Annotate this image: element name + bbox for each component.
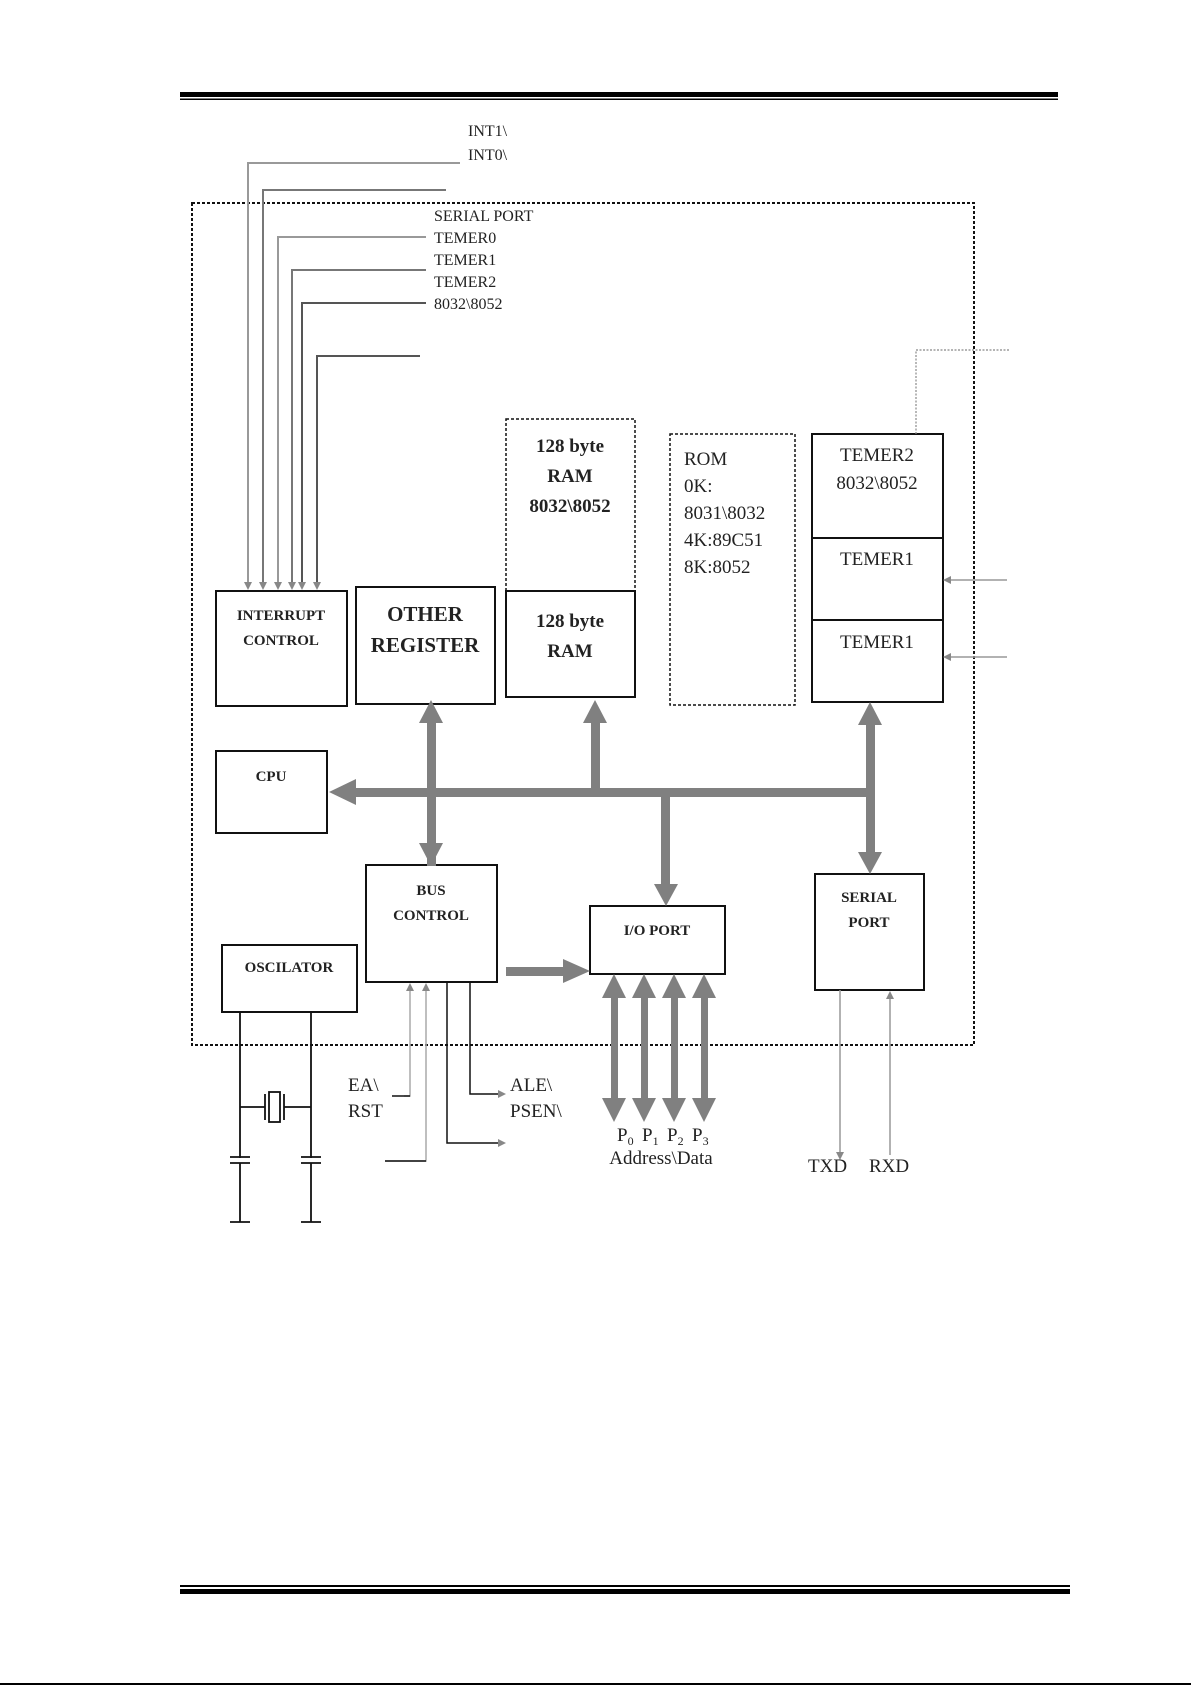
rom-block	[669, 433, 796, 706]
cpu-block	[215, 750, 328, 834]
rom-label-3: 8031\8032	[684, 503, 765, 524]
bus-control-label-2: CONTROL	[393, 908, 469, 924]
interrupt-control-label-2: CONTROL	[243, 633, 319, 649]
bus-control-signals	[385, 982, 506, 1162]
ram-label-1: 128 byte	[536, 611, 604, 632]
timer2-label-1: TEMER2	[840, 445, 914, 466]
timer2-external-line	[915, 349, 1010, 434]
port-p2: P2	[667, 1125, 684, 1148]
port-labels: P0 P1 P2 P3 Address\Data	[609, 1125, 713, 1169]
ea-label: EA\	[348, 1075, 379, 1096]
txd-label: TXD	[808, 1156, 847, 1177]
bus-control-block	[365, 864, 498, 983]
rst-label: RST	[348, 1101, 383, 1122]
8032-int-label: 8032\8052	[434, 296, 502, 313]
port-p3: P3	[692, 1125, 709, 1148]
port-arrows	[602, 974, 716, 1122]
io-port-block	[589, 905, 726, 975]
ram-ext-block	[505, 418, 636, 592]
port-p1: P1	[642, 1125, 659, 1148]
oscillator-label: OSCILATOR	[245, 960, 334, 976]
timer0-int-label: TEMER0	[434, 230, 496, 247]
timer1-int-label: TEMER1	[434, 252, 496, 269]
io-port-label: I/O PORT	[624, 923, 691, 939]
serial-port-label-1: SERIAL	[841, 890, 897, 906]
bus-arrow-cpu	[329, 779, 356, 805]
int1-label: INT1\	[468, 123, 508, 140]
crystal-icon	[268, 1091, 281, 1123]
serial-port-block	[814, 873, 925, 991]
timer2-int-label: TEMER2	[434, 274, 496, 291]
timer1b-label: TEMER1	[840, 632, 914, 653]
serial-port-int-label: SERIAL PORT	[434, 208, 534, 225]
port-p0: P0	[617, 1125, 634, 1148]
ram-ext-label-2: RAM	[547, 466, 592, 487]
ram-ext-label-3: 8032\8052	[529, 496, 610, 517]
rom-label-2: 0K:	[684, 476, 713, 497]
address-data-label: Address\Data	[609, 1148, 713, 1169]
oscillator-circuit	[230, 1012, 321, 1223]
timer1b-block	[811, 619, 944, 703]
rom-label-4: 4K:89C51	[684, 530, 763, 551]
ram-block	[505, 590, 636, 698]
interrupt-control-label-1: INTERRUPT	[237, 608, 325, 624]
cpu-label: CPU	[256, 769, 287, 785]
other-register-block	[355, 586, 496, 705]
rxd-label: RXD	[869, 1156, 909, 1177]
header-rule	[180, 92, 1058, 100]
timer1a-label: TEMER1	[840, 549, 914, 570]
chip-boundary	[191, 202, 975, 1046]
timer1-input-arrows	[943, 576, 1007, 661]
timer2-block	[811, 433, 944, 539]
interrupt-labels: INT1\ INT0\ SERIAL PORT TEMER0 TEMER1 TE…	[434, 123, 534, 313]
other-register-label-1: OTHER	[387, 602, 464, 626]
system-bus	[329, 700, 882, 1122]
oscillator-block	[221, 944, 358, 1013]
serial-lines	[836, 990, 894, 1160]
rom-label-1: ROM	[684, 449, 727, 470]
psen-label: PSEN\	[510, 1101, 562, 1122]
other-register-label-2: REGISTER	[371, 633, 480, 657]
ram-label-2: RAM	[547, 641, 592, 662]
rom-label-5: 8K:8052	[684, 557, 751, 578]
bus-control-label-1: BUS	[416, 883, 445, 899]
timer2-label-2: 8032\8052	[836, 473, 917, 494]
interrupt-control-block	[215, 590, 348, 707]
int0-label: INT0\	[468, 147, 508, 164]
interrupt-lines	[244, 162, 460, 590]
serial-port-label-2: PORT	[848, 915, 889, 931]
ram-ext-label-1: 128 byte	[536, 436, 604, 457]
bottom-edge-line	[0, 1683, 1191, 1685]
ale-label: ALE\	[510, 1075, 553, 1096]
footer-rule	[180, 1585, 1070, 1594]
